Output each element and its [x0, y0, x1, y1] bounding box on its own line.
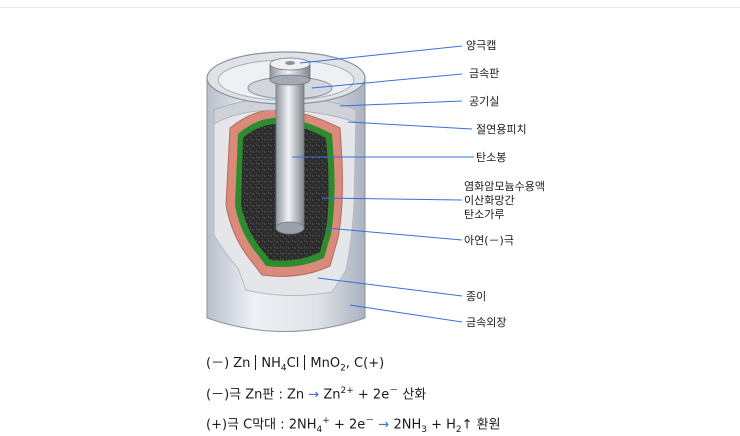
- eq-cell-cathode-b: , C(+): [345, 356, 385, 371]
- cathode-reaction: (+)극 C막대 : 2NH4+ + 2e－ → 2NH3 + H2↑ 환원: [206, 413, 501, 435]
- top-divider: [0, 0, 740, 8]
- eq-sup: +: [322, 416, 330, 426]
- eq-anode-type: 산화: [398, 387, 427, 403]
- eq-sub: 3: [421, 424, 427, 435]
- label-case: 금속외장: [466, 316, 506, 329]
- eq-cathode-electrons: + 2e: [329, 417, 366, 433]
- eq-cell-electrolyte-b: Cl: [286, 356, 300, 371]
- eq-cathode-head: (+)극 C막대 : 2NH: [206, 417, 317, 433]
- label-mix-3: 탄소가루: [464, 208, 504, 221]
- eq-anode-head: (－)극 Zn판 : Zn: [206, 387, 305, 403]
- label-mix-1: 염화암모늄수용액: [464, 180, 545, 193]
- eq-anode-product: Zn: [323, 387, 341, 403]
- eq-cell-anode: (－) Zn: [206, 356, 251, 371]
- eq-sup: 2+: [340, 386, 354, 396]
- phase-boundary-1: [255, 355, 257, 370]
- eq-cathode-type: ↑ 환원: [461, 417, 501, 433]
- label-paper: 종이: [466, 290, 486, 303]
- eq-sup: －: [365, 416, 375, 426]
- anode-reaction: (－)극 Zn판 : Zn → Zn2+ + 2e－ 산화: [206, 383, 426, 402]
- label-cap: 양극캡: [466, 39, 496, 52]
- reaction-arrow: →: [378, 417, 390, 433]
- eq-sub: 2: [455, 424, 462, 435]
- label-plate: 금속판: [469, 67, 499, 80]
- eq-cathode-product-2: + H: [426, 417, 456, 433]
- eq-cathode-product-1: 2NH: [389, 417, 422, 433]
- eq-sub: 2: [340, 363, 346, 374]
- eq-cell-cathode: MnO: [310, 356, 341, 371]
- label-mix-2: 이산화망간: [464, 194, 515, 207]
- eq-sup: －: [389, 386, 399, 396]
- label-rod: 탄소봉: [476, 151, 506, 164]
- label-zinc: 아연(－)극: [464, 234, 514, 247]
- label-air: 공기실: [469, 95, 499, 108]
- leader-lines: [292, 45, 474, 323]
- reaction-arrow: →: [308, 387, 320, 403]
- cell-notation: (－) Zn NH4Cl MnO2, C(+): [206, 352, 384, 374]
- eq-cell-electrolyte: NH: [261, 356, 281, 371]
- label-pitch: 절연용피치: [476, 123, 527, 136]
- eq-sub: 4: [280, 363, 287, 374]
- eq-anode-electrons: + 2e: [353, 387, 390, 403]
- phase-boundary-2: [304, 355, 306, 370]
- carbon-rod: [275, 79, 305, 229]
- eq-sub: 4: [316, 424, 323, 435]
